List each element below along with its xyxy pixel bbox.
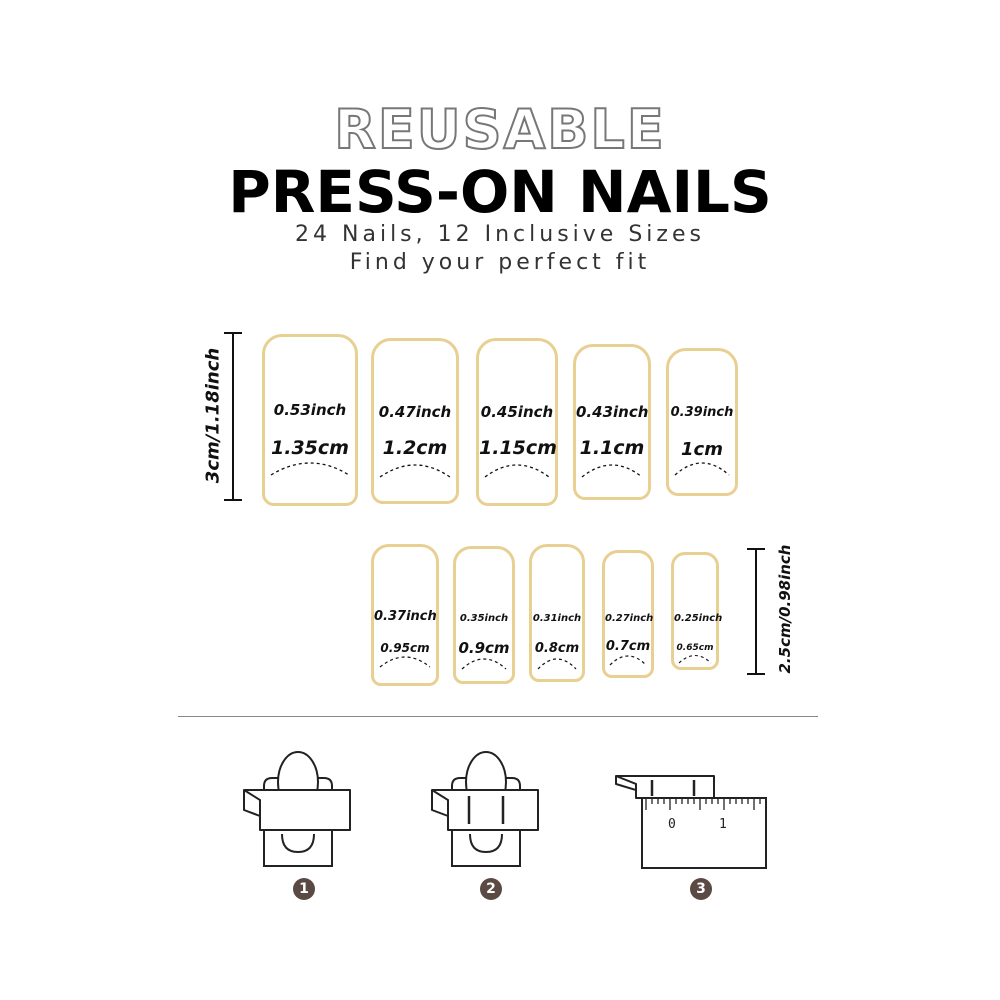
tape-wrap-finger-icon <box>243 751 351 867</box>
cuticle-line <box>379 464 451 478</box>
nail-width-inch: 0.43inch <box>576 403 649 421</box>
subtitle-sizes: 24 Nails, 12 Inclusive Sizes <box>295 222 705 247</box>
nail-width-cm: 1.35cm <box>271 437 349 459</box>
nail-width-cm: 0.8cm <box>534 641 580 656</box>
cuticle-line <box>581 464 643 478</box>
step-3-badge: 3 <box>690 878 712 900</box>
nail-size-10: 0.25inch 0.65cm <box>671 552 723 670</box>
nail-width-inch: 0.25inch <box>674 613 723 624</box>
step-1-badge: 1 <box>293 878 315 900</box>
nail-size-8: 0.31inch 0.8cm <box>529 544 585 682</box>
nail-size-7: 0.35inch 0.9cm <box>453 546 515 684</box>
nail-width-inch: 0.27inch <box>605 613 654 624</box>
nail-width-cm: 1cm <box>681 439 723 460</box>
cuticle-line <box>379 656 431 668</box>
cuticle-line <box>678 654 712 664</box>
subtitle-fit: Find your perfect fit <box>349 250 651 275</box>
cuticle-line <box>461 658 507 670</box>
cuticle-line <box>484 464 550 478</box>
nail-width-inch: 0.31inch <box>532 613 582 624</box>
nail-width-inch: 0.39inch <box>670 405 734 420</box>
nail-width-inch: 0.37inch <box>374 609 437 624</box>
cuticle-line <box>609 655 647 666</box>
nail-width-cm: 1.1cm <box>579 437 645 459</box>
height-bracket-large <box>224 332 242 501</box>
height-label-small: 2.5cm/0.98inch <box>776 544 794 674</box>
nail-width-cm: 1.2cm <box>382 437 448 459</box>
section-divider <box>178 716 818 717</box>
cuticle-line <box>537 658 577 670</box>
cuticle-line <box>674 462 730 476</box>
height-bracket-small <box>747 548 765 675</box>
cuticle-line <box>270 462 350 476</box>
nail-size-1: 0.53inch 1.35cm <box>262 334 358 506</box>
tape-mark-edges-icon <box>431 751 539 867</box>
step-2-badge: 2 <box>480 878 502 900</box>
ruler-tick-0: 0 <box>668 817 676 832</box>
ruler-measure-icon <box>615 775 767 869</box>
height-label-large: 3cm/1.18inch <box>202 347 224 484</box>
nail-size-5: 0.39inch 1cm <box>666 348 738 496</box>
nail-width-cm: 1.15cm <box>479 437 557 459</box>
page-title: PRESS-ON NAILS <box>228 158 772 226</box>
nail-width-inch: 0.53inch <box>273 401 347 419</box>
nail-width-cm: 0.9cm <box>458 639 510 657</box>
nail-size-9: 0.27inch 0.7cm <box>602 550 654 678</box>
nail-size-2: 0.47inch 1.2cm <box>371 338 459 504</box>
nail-width-inch: 0.35inch <box>459 613 509 624</box>
nail-size-4: 0.43inch 1.1cm <box>573 344 651 500</box>
nail-width-inch: 0.47inch <box>378 403 452 421</box>
nail-width-cm: 0.95cm <box>380 641 430 655</box>
title-outline: REUSABLE <box>333 97 666 162</box>
nail-size-3: 0.45inch 1.15cm <box>476 338 558 506</box>
ruler-tick-1: 1 <box>719 817 727 832</box>
nail-width-inch: 0.45inch <box>480 403 554 421</box>
nail-size-6: 0.37inch 0.95cm <box>371 544 439 686</box>
nail-width-cm: 0.65cm <box>676 643 714 653</box>
nail-width-cm: 0.7cm <box>605 639 651 654</box>
